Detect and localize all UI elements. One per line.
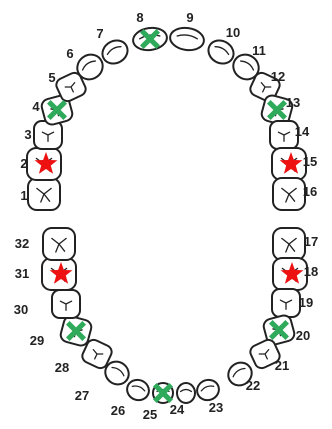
tooth-number-label: 21 (275, 358, 289, 373)
tooth-number-label: 27 (75, 388, 89, 403)
tooth-number-label: 30 (14, 302, 28, 317)
tooth-groove (51, 237, 67, 253)
tooth-number-label: 5 (48, 70, 55, 85)
tooth-12 (249, 71, 281, 103)
tooth-number-label: 9 (186, 10, 193, 25)
tooth-crown (196, 378, 220, 402)
tooth-groove (260, 81, 272, 93)
tooth-groove (36, 187, 52, 203)
tooth-groove (258, 348, 270, 360)
tooth-number-label: 24 (170, 402, 185, 417)
tooth-6 (76, 53, 104, 81)
tooth-edge (111, 366, 125, 377)
tooth-number-label: 28 (55, 360, 69, 375)
tooth-edge (179, 388, 193, 393)
green-x-marker (47, 100, 67, 120)
tooth-groove (277, 131, 291, 142)
tooth-number-label: 15 (303, 154, 317, 169)
tooth-groove (59, 300, 73, 311)
tooth-26 (126, 378, 150, 402)
tooth-10 (207, 39, 235, 65)
tooth-28 (81, 338, 113, 370)
green-x-marker (153, 383, 173, 403)
green-x-marker (140, 29, 160, 49)
tooth-17 (272, 227, 306, 261)
tooth-crown (169, 26, 205, 52)
tooth-1 (27, 177, 61, 211)
tooth-27 (104, 360, 130, 386)
tooth-number-label: 14 (295, 124, 310, 139)
tooth-7 (101, 39, 129, 65)
tooth-number-label: 6 (66, 46, 73, 61)
tooth-9 (169, 26, 205, 52)
tooth-21 (249, 338, 281, 370)
tooth-crown (104, 360, 130, 386)
tooth-edge (176, 34, 198, 40)
tooth-edge (214, 46, 230, 56)
tooth-30 (51, 289, 81, 319)
tooth-14 (269, 120, 299, 150)
tooth-groove (41, 131, 55, 142)
tooth-edge (239, 60, 255, 71)
tooth-number-label: 4 (32, 99, 40, 114)
tooth-number-label: 13 (286, 95, 300, 110)
tooth-number-label: 29 (30, 333, 44, 348)
tooth-number-label: 26 (111, 403, 125, 418)
tooth-number-label: 1 (20, 188, 27, 203)
tooth-groove (281, 237, 297, 253)
tooth-number-label: 22 (246, 378, 260, 393)
tooth-number-label: 10 (226, 25, 240, 40)
teeth-layer (26, 26, 308, 404)
tooth-32 (42, 227, 76, 261)
markers-layer (34, 29, 304, 403)
green-x-marker (267, 100, 287, 120)
tooth-edge (200, 385, 215, 392)
tooth-number-label: 17 (304, 234, 318, 249)
tooth-5 (55, 71, 87, 103)
tooth-number-label: 20 (296, 328, 310, 343)
tooth-23 (196, 378, 220, 402)
red-star-marker (49, 262, 73, 284)
tooth-number-label: 19 (299, 295, 313, 310)
tooth-number-label: 23 (209, 400, 223, 415)
tooth-number-label: 31 (15, 266, 29, 281)
tooth-3 (33, 120, 63, 150)
tooth-11 (232, 53, 260, 81)
tooth-number-label: 7 (96, 26, 103, 41)
tooth-22 (227, 361, 253, 387)
tooth-number-label: 11 (252, 43, 266, 58)
tooth-number-label: 8 (136, 10, 143, 25)
tooth-edge (131, 385, 146, 392)
tooth-edge (106, 46, 122, 56)
tooth-number-label: 16 (303, 184, 317, 199)
tooth-crown (76, 53, 104, 81)
tooth-groove (281, 187, 297, 203)
tooth-number-label: 12 (271, 69, 285, 84)
red-star-marker (34, 152, 58, 174)
tooth-number-label: 18 (304, 264, 318, 279)
tooth-edge (81, 60, 97, 71)
tooth-number-label: 3 (24, 127, 31, 142)
tooth-24 (176, 382, 196, 404)
tooth-19 (271, 288, 301, 318)
tooth-crown (227, 361, 253, 387)
tooth-edge (232, 367, 246, 378)
green-x-marker (66, 321, 86, 341)
red-star-marker (279, 152, 303, 174)
red-star-marker (280, 262, 304, 284)
tooth-16 (272, 177, 306, 211)
tooth-groove (64, 81, 76, 93)
green-x-marker (269, 320, 289, 340)
tooth-number-label: 2 (20, 156, 27, 171)
tooth-crown (176, 382, 196, 404)
tooth-groove (92, 348, 104, 360)
tooth-crown (126, 378, 150, 402)
tooth-groove (279, 299, 293, 310)
tooth-number-label: 25 (143, 407, 157, 422)
tooth-number-label: 32 (15, 236, 29, 251)
